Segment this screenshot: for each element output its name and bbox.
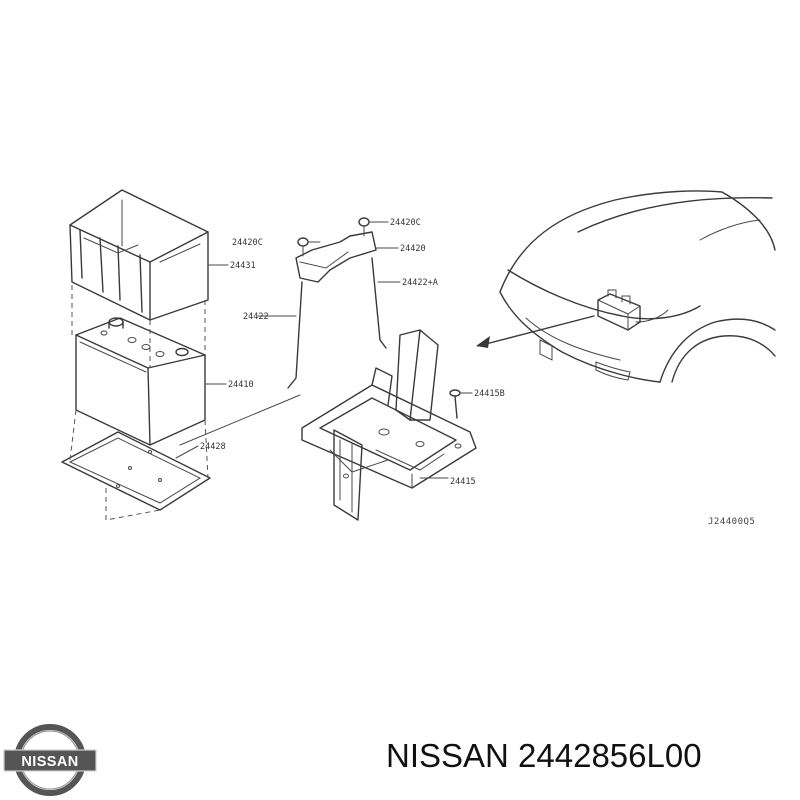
j-bolts [257,257,401,389]
label-24422a: 24422+A [402,278,438,288]
battery [75,317,206,446]
logo-word: NISSAN [21,754,78,770]
label-24420c-left: 24420C [232,238,263,248]
nissan-logo: NISSAN [3,724,97,796]
mounting-bolt [449,389,473,419]
label-24428: 24428 [200,442,226,452]
battery-tray-pad [61,431,211,511]
part-caption: NISSAN 2442856L00 [386,737,702,774]
label-24415b: 24415B [474,389,505,399]
label-24420c-top: 24420C [390,218,421,228]
battery-support-frame [301,329,477,521]
diagram-code: J24400Q5 [708,517,755,527]
battery-cover [69,189,209,321]
label-24410: 24410 [228,380,254,390]
label-24415: 24415 [450,477,476,487]
arrow-head [476,336,490,348]
hold-down-bracket [295,217,399,283]
car-front-view [499,190,776,383]
label-24422: 24422 [243,312,269,322]
label-24431: 24431 [230,261,256,271]
locator-arrow [477,315,595,347]
label-24420: 24420 [400,244,426,254]
